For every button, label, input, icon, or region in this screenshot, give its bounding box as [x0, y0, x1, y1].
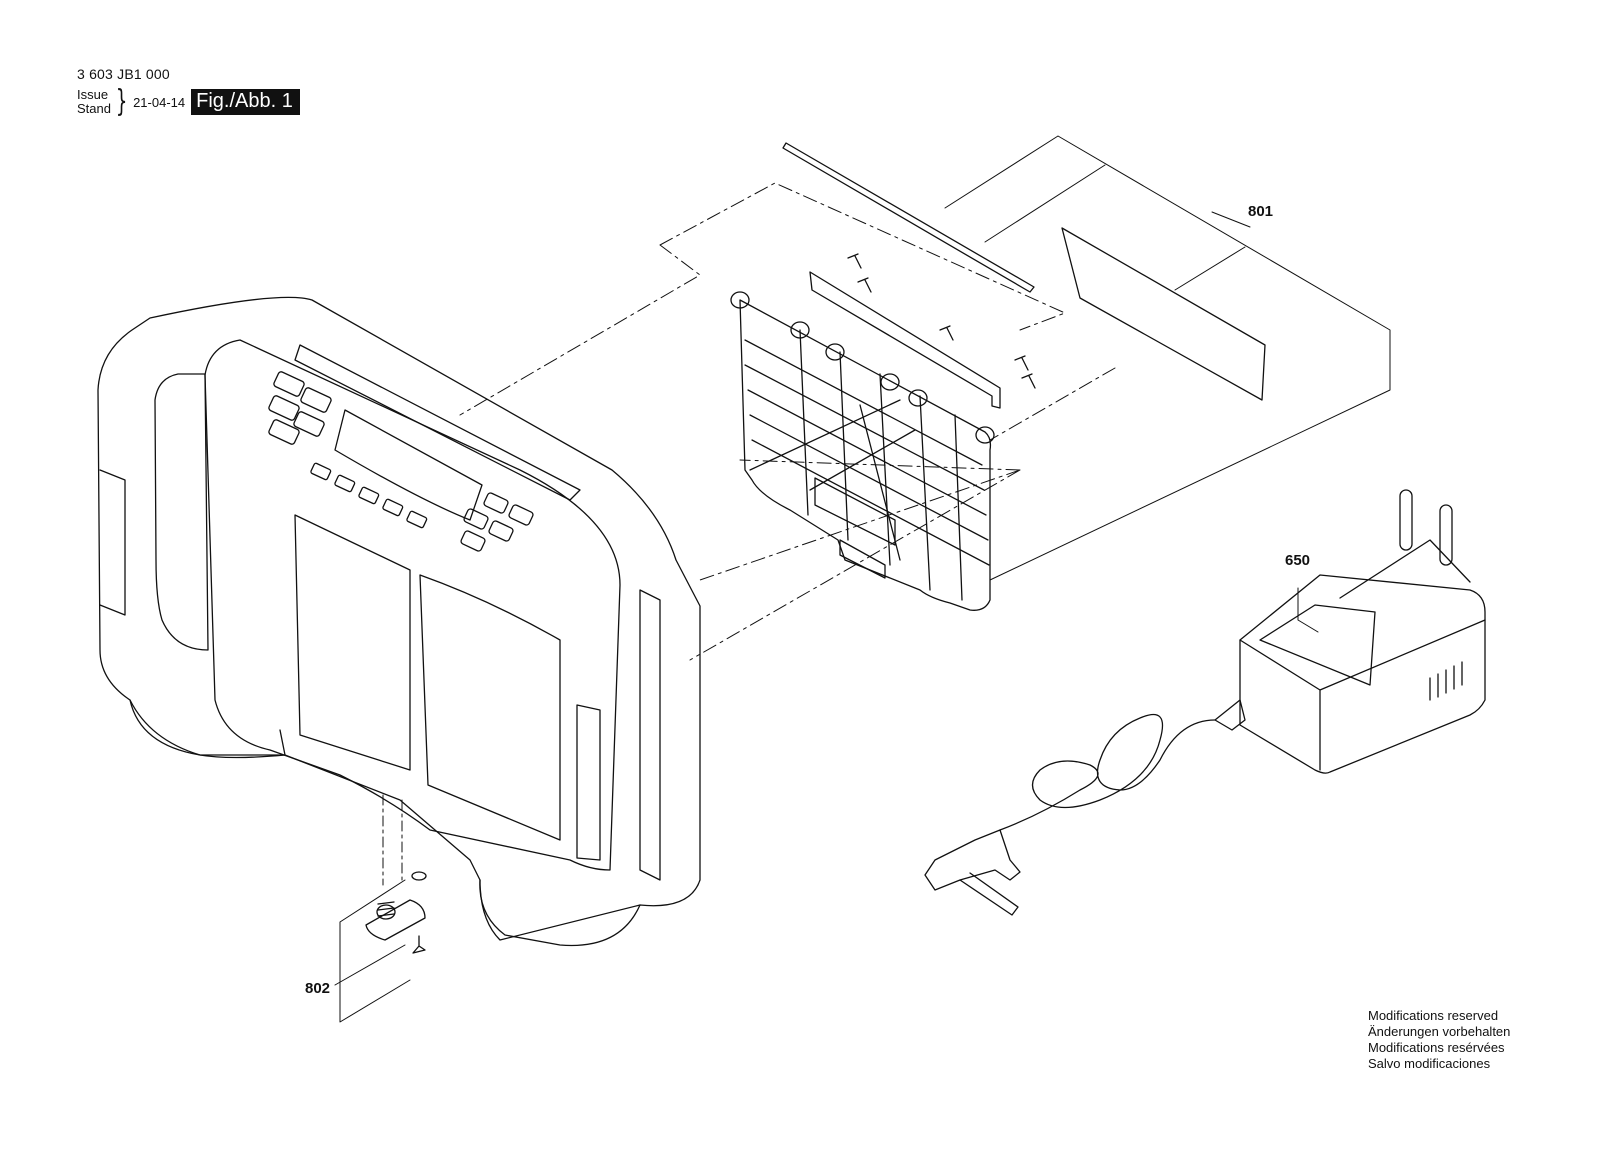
charger-top-panel — [1259, 604, 1376, 686]
issue-date: 21-04-14 — [133, 94, 186, 110]
charger-vents — [1429, 661, 1463, 701]
battery-cover-assembly — [459, 135, 1391, 661]
display-window — [334, 409, 483, 521]
seal-strip — [1061, 227, 1266, 401]
cover-hinge-knuckles — [730, 291, 995, 444]
callout-802: 802 — [305, 980, 331, 997]
mount-spring-coils — [377, 901, 395, 917]
assembly-dash-lines — [459, 182, 1116, 661]
charger-body — [1239, 574, 1486, 774]
handle-inner-loop — [154, 373, 209, 651]
dc-plug — [924, 829, 1021, 891]
right-rail — [639, 589, 661, 881]
note-english: Modifications reserved — [1368, 1008, 1499, 1023]
cover-grid-vertical — [799, 329, 963, 601]
cover-plate — [739, 299, 992, 611]
button-row-front — [310, 462, 428, 529]
note-french: Modifications resérvées — [1368, 1040, 1505, 1055]
mounting-plate-assembly — [334, 794, 427, 1023]
handle-grip-left — [99, 469, 126, 616]
bracket-screws — [847, 253, 1036, 389]
radio-foot-left — [129, 699, 286, 756]
charger-front-face — [1239, 619, 1486, 771]
brace-glyph: } — [115, 84, 128, 119]
radio-frame-outline — [97, 296, 701, 941]
callout-650: 650 — [1285, 552, 1311, 569]
button-cluster-left — [268, 371, 332, 445]
leader-802 — [334, 879, 411, 1023]
charger-assembly — [924, 489, 1486, 916]
figure-label: Fig./Abb. 1 — [191, 89, 300, 115]
cover-rod — [782, 142, 1035, 293]
charger-cable — [999, 713, 1216, 831]
rear-hinge-bar — [294, 344, 581, 501]
callout-801: 801 — [1248, 203, 1274, 220]
cover-grid-horizontal — [744, 339, 990, 566]
mount-screw — [412, 935, 426, 954]
cover-diagonal-ribs — [749, 399, 916, 561]
radio-foot-right — [479, 879, 641, 947]
mount-dash-lines — [382, 794, 403, 886]
radio-body — [204, 339, 621, 871]
mounting-bracket — [809, 271, 1001, 409]
note-spanish: Salvo modificaciones — [1368, 1056, 1491, 1071]
front-panel-left — [294, 514, 411, 771]
issue-labels: Issue Stand — [77, 88, 111, 116]
issue-label: Issue — [77, 87, 109, 102]
mount-washer — [411, 871, 427, 881]
radio-unit — [97, 296, 701, 947]
button-cluster-right — [460, 492, 534, 552]
charger-prongs — [1399, 489, 1453, 566]
stand-label: Stand — [77, 101, 111, 116]
leader-650 — [1297, 587, 1319, 633]
mount-plate — [365, 899, 426, 941]
charger-plug-socket — [1339, 539, 1471, 599]
modification-notes: Modifications reserved Änderungen vorbeh… — [1368, 1008, 1510, 1072]
leader-801 — [944, 135, 1391, 581]
charger-strain-relief — [1214, 699, 1246, 731]
dc-plug-tip — [959, 872, 1019, 916]
mount-spring — [376, 904, 396, 920]
part-number: 3 603 JB1 000 — [77, 66, 170, 82]
handle-grip-right — [576, 704, 601, 861]
note-german: Änderungen vorbehalten — [1368, 1024, 1511, 1039]
issue-block: Issue Stand } 21-04-14 Fig./Abb. 1 — [77, 84, 300, 119]
front-panel-right — [419, 574, 561, 841]
